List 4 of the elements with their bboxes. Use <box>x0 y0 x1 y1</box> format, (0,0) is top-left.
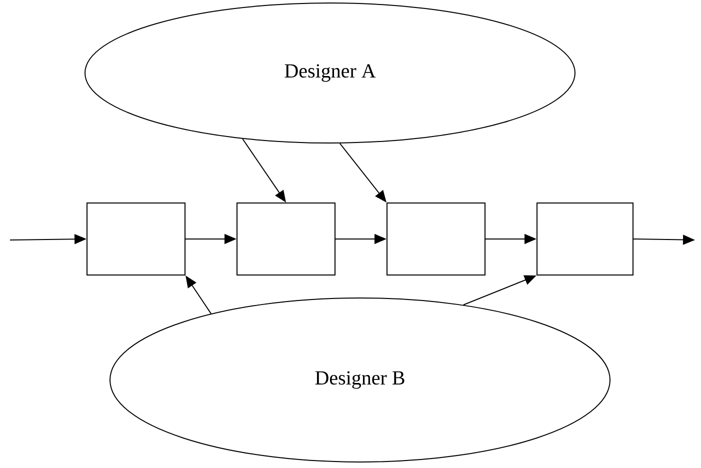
process-box <box>236 202 336 276</box>
process-box <box>536 202 634 276</box>
process-box <box>86 202 186 276</box>
process-box <box>386 202 486 276</box>
